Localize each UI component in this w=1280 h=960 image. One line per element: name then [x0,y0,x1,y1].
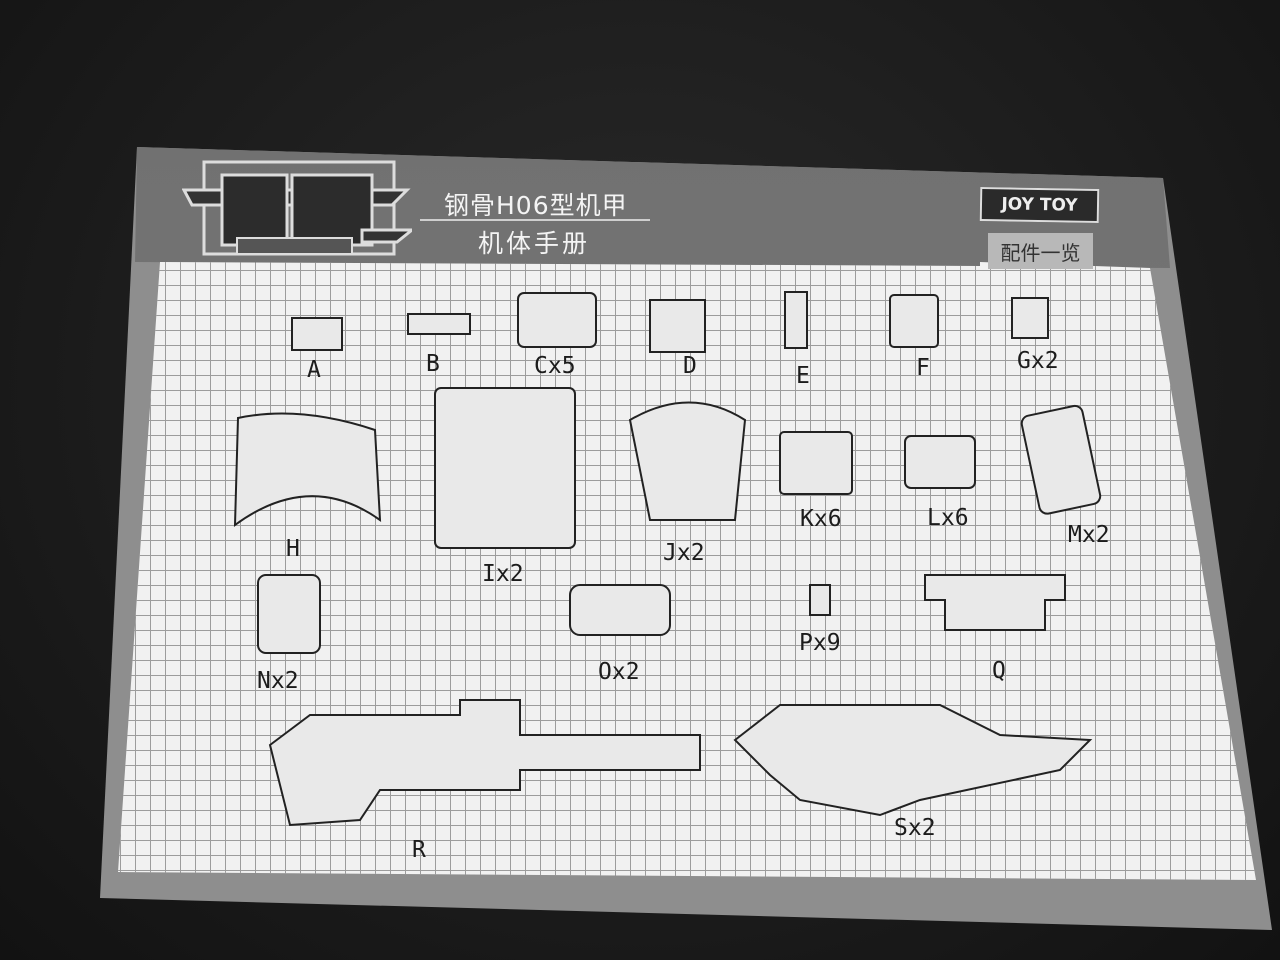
part-label-c: Cx5 [534,353,576,379]
part-o-drawing [569,584,671,636]
part-label-s: Sx2 [894,815,936,841]
part-g-drawing [1011,297,1049,339]
part-label-n: Nx2 [257,668,299,694]
part-label-o: Ox2 [598,659,640,685]
part-b-drawing [407,313,471,335]
part-n-drawing [257,574,321,654]
part-label-a: A [307,357,321,383]
part-label-r: R [412,837,426,863]
part-i-drawing [434,387,576,549]
part-d-drawing [649,299,706,353]
part-p-drawing [809,584,831,616]
part-m-drawing [1020,404,1102,515]
part-j-drawing [628,401,747,521]
part-label-q: Q [992,658,1006,684]
part-label-l: Lx6 [927,505,969,531]
part-label-d: D [683,353,697,379]
part-f-drawing [889,294,939,348]
part-k-drawing [779,431,853,495]
part-s-drawing [733,704,1093,817]
part-e-drawing [784,291,808,349]
manual-subtitle: 机体手册 [478,229,591,258]
manual-title: 钢骨H06型机甲 [444,191,628,220]
part-label-f: F [916,355,930,381]
part-label-j: Jx2 [663,540,705,566]
part-label-p: Px9 [799,630,841,656]
part-c-drawing [517,292,597,348]
part-label-h: H [286,536,300,562]
section-label: 配件一览 [988,233,1093,269]
part-a-drawing [291,317,343,351]
part-label-k: Kx6 [800,506,842,532]
part-h-drawing [233,412,382,528]
source-logo [182,160,412,256]
title-divider [420,219,650,221]
part-label-i: Ix2 [482,561,524,587]
part-q-drawing [924,574,1066,631]
part-l-drawing [904,435,976,489]
part-label-g: Gx2 [1017,348,1059,374]
part-label-b: B [426,351,440,377]
part-label-e: E [796,363,810,389]
part-label-m: Mx2 [1068,522,1110,548]
part-r-drawing [268,699,701,827]
